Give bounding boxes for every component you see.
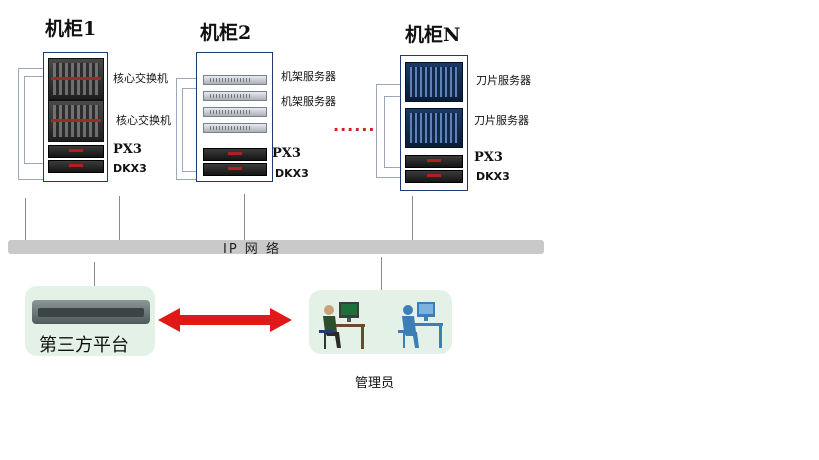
cabinet-n-row-2-label: 刀片服务器 (474, 114, 529, 127)
core-switch-icon (48, 100, 104, 142)
cabinet-n-frame (400, 55, 468, 191)
third-party-platform-label: 第三方平台 (39, 335, 129, 356)
cabinet-2-row-1-label: 机架服务器 (281, 70, 336, 83)
bidirectional-arrow-icon (158, 308, 292, 332)
cabinet-n-title: 机柜N (405, 24, 461, 46)
cabinet-2-pdu-label: PX3 (272, 146, 301, 161)
connector-line (381, 257, 382, 291)
admin-label: 管理员 (355, 376, 395, 391)
cabinet-2-frame (196, 52, 273, 182)
cabinet-n-pdu-label: PX3 (474, 150, 503, 165)
cabinet-1-row-2-label: 核心交换机 (116, 114, 171, 127)
cabinet-1-row-1-label: 核心交换机 (113, 72, 168, 85)
cabinet-n-row-1-label: 刀片服务器 (476, 74, 531, 87)
cabinet-2-title: 机柜2 (200, 22, 252, 44)
blade-server-icon (405, 108, 463, 148)
cabinet-1-title: 机柜1 (45, 18, 97, 40)
rack-server-icon (203, 91, 267, 101)
more-cabinets-ellipsis: ...... (333, 116, 376, 135)
cabinet-1-cable-bundle (18, 68, 45, 180)
admin-workstation-icon (319, 302, 365, 349)
cabinet-2-kvm-label: DKX3 (275, 167, 309, 180)
connector-line (244, 194, 245, 240)
cabinet-n-cable-bundle (376, 84, 403, 178)
connector-line (25, 198, 26, 240)
cabinet-2-cable-bundle-inner (182, 88, 199, 172)
cabinet-1-cable-bundle-inner (24, 76, 45, 164)
pdu-icon (203, 148, 267, 161)
cabinet-n-kvm-label: DKX3 (476, 170, 510, 183)
kvm-icon (48, 160, 104, 173)
core-switch-icon (48, 58, 104, 100)
cabinet-n-cable-bundle-inner (384, 96, 403, 168)
rack-server-icon (203, 123, 267, 133)
ip-network-label: IP 网 络 (223, 242, 281, 257)
pdu-icon (48, 145, 104, 158)
kvm-icon (203, 163, 267, 176)
pdu-icon (405, 155, 463, 168)
appliance-icon (32, 300, 150, 324)
rack-server-icon (203, 75, 267, 85)
rack-server-icon (203, 107, 267, 117)
cabinet-1-frame (43, 52, 108, 182)
ip-network-bar: IP 网 络 (8, 240, 544, 257)
cabinet-1-pdu-label: PX3 (113, 142, 142, 157)
admin-panel (309, 290, 452, 354)
blade-server-icon (405, 62, 463, 102)
cabinet-1-kvm-label: DKX3 (113, 162, 147, 175)
cabinet-2-row-2-label: 机架服务器 (281, 95, 336, 108)
admin-workstation-icon (398, 302, 443, 348)
cabinet-2-cable-bundle (176, 78, 199, 180)
connector-line (119, 196, 120, 240)
connector-line (412, 196, 413, 240)
kvm-icon (405, 170, 463, 183)
third-party-platform-panel: 第三方平台 (25, 286, 155, 356)
connector-line (94, 262, 95, 302)
